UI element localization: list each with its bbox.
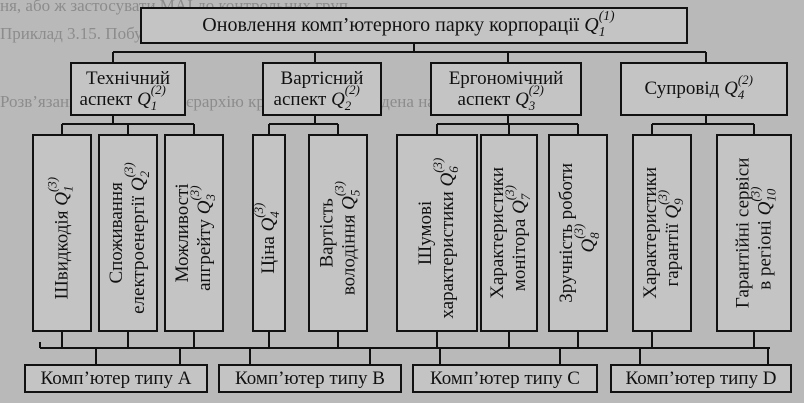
root-goal-label: Оновлення комп’ютерного парку корпорації… xyxy=(202,8,615,40)
alternative-label: Комп’ютер типу A xyxy=(40,367,192,389)
criterion-box-q2: Споживання електроенергії Q(3)2 xyxy=(98,134,158,332)
criterion-label: Характеристики монітора Q(3)7 xyxy=(487,167,533,299)
alternative-box-a: Комп’ютер типу A xyxy=(24,364,208,393)
alternative-label: Комп’ютер типу C xyxy=(430,367,580,389)
criterion-box-q1: Швидкодія Q(3)1 xyxy=(32,134,92,332)
alternative-box-d: Комп’ютер типу D xyxy=(610,364,792,393)
criterion-label: Швидкодія Q(3)1 xyxy=(44,177,75,300)
criterion-box-q6: Шумові характеристики Q(3)6 xyxy=(396,134,478,332)
criterion-box-q4: Ціна Q(3)4 xyxy=(251,134,286,332)
criterion-label: Споживання електроенергії Q(3)2 xyxy=(106,162,152,315)
criterion-label: Шумові характеристики Q(3)6 xyxy=(415,157,461,319)
alternative-box-b: Комп’ютер типу B xyxy=(218,364,402,393)
aspect-label: Технічний аспект Q(2)1 xyxy=(79,67,171,113)
criterion-box-q8: Зручність роботи Q(3)8 xyxy=(548,134,608,332)
alternative-box-c: Комп’ютер типу C xyxy=(412,364,598,393)
aspect-label: Супровід Q(2)4 xyxy=(644,71,753,103)
criterion-box-q7: Характеристики монітора Q(3)7 xyxy=(480,134,538,332)
aspect-box-technical: Технічний аспект Q(2)1 xyxy=(70,62,186,116)
root-goal-box: Оновлення комп’ютерного парку корпорації… xyxy=(140,7,688,44)
criterion-box-q9: Характеристики гарантії Q(3)9 xyxy=(632,134,692,332)
criterion-box-q3: Можливості апгрейту Q(3)3 xyxy=(164,134,224,332)
aspect-label: Ергономічний аспект Q(2)3 xyxy=(448,67,564,113)
criterion-label: Характеристики гарантії Q(3)9 xyxy=(640,167,686,299)
alternative-label: Комп’ютер типу D xyxy=(625,367,777,389)
criterion-label: Можливості апгрейту Q(3)3 xyxy=(172,183,218,291)
criterion-label: Ціна Q(3)4 xyxy=(251,202,282,274)
criterion-label: Вартість володіння Q(3)5 xyxy=(316,181,362,296)
aspect-label: Вартісний аспект Q(2)2 xyxy=(273,67,364,113)
criterion-box-q5: Вартість володіння Q(3)5 xyxy=(308,134,368,332)
aspect-box-cost: Вартісний аспект Q(2)2 xyxy=(262,62,382,116)
criterion-label: Гарантійні сервіси в регіоні Q(3)10 xyxy=(732,157,778,309)
criterion-box-q10: Гарантійні сервіси в регіоні Q(3)10 xyxy=(716,134,792,332)
aspect-box-ergonomic: Ергономічний аспект Q(2)3 xyxy=(430,62,582,116)
aspect-box-support: Супровід Q(2)4 xyxy=(620,62,788,116)
alternative-label: Комп’ютер типу B xyxy=(235,367,385,389)
criterion-label: Зручність роботи Q(3)8 xyxy=(556,163,602,303)
